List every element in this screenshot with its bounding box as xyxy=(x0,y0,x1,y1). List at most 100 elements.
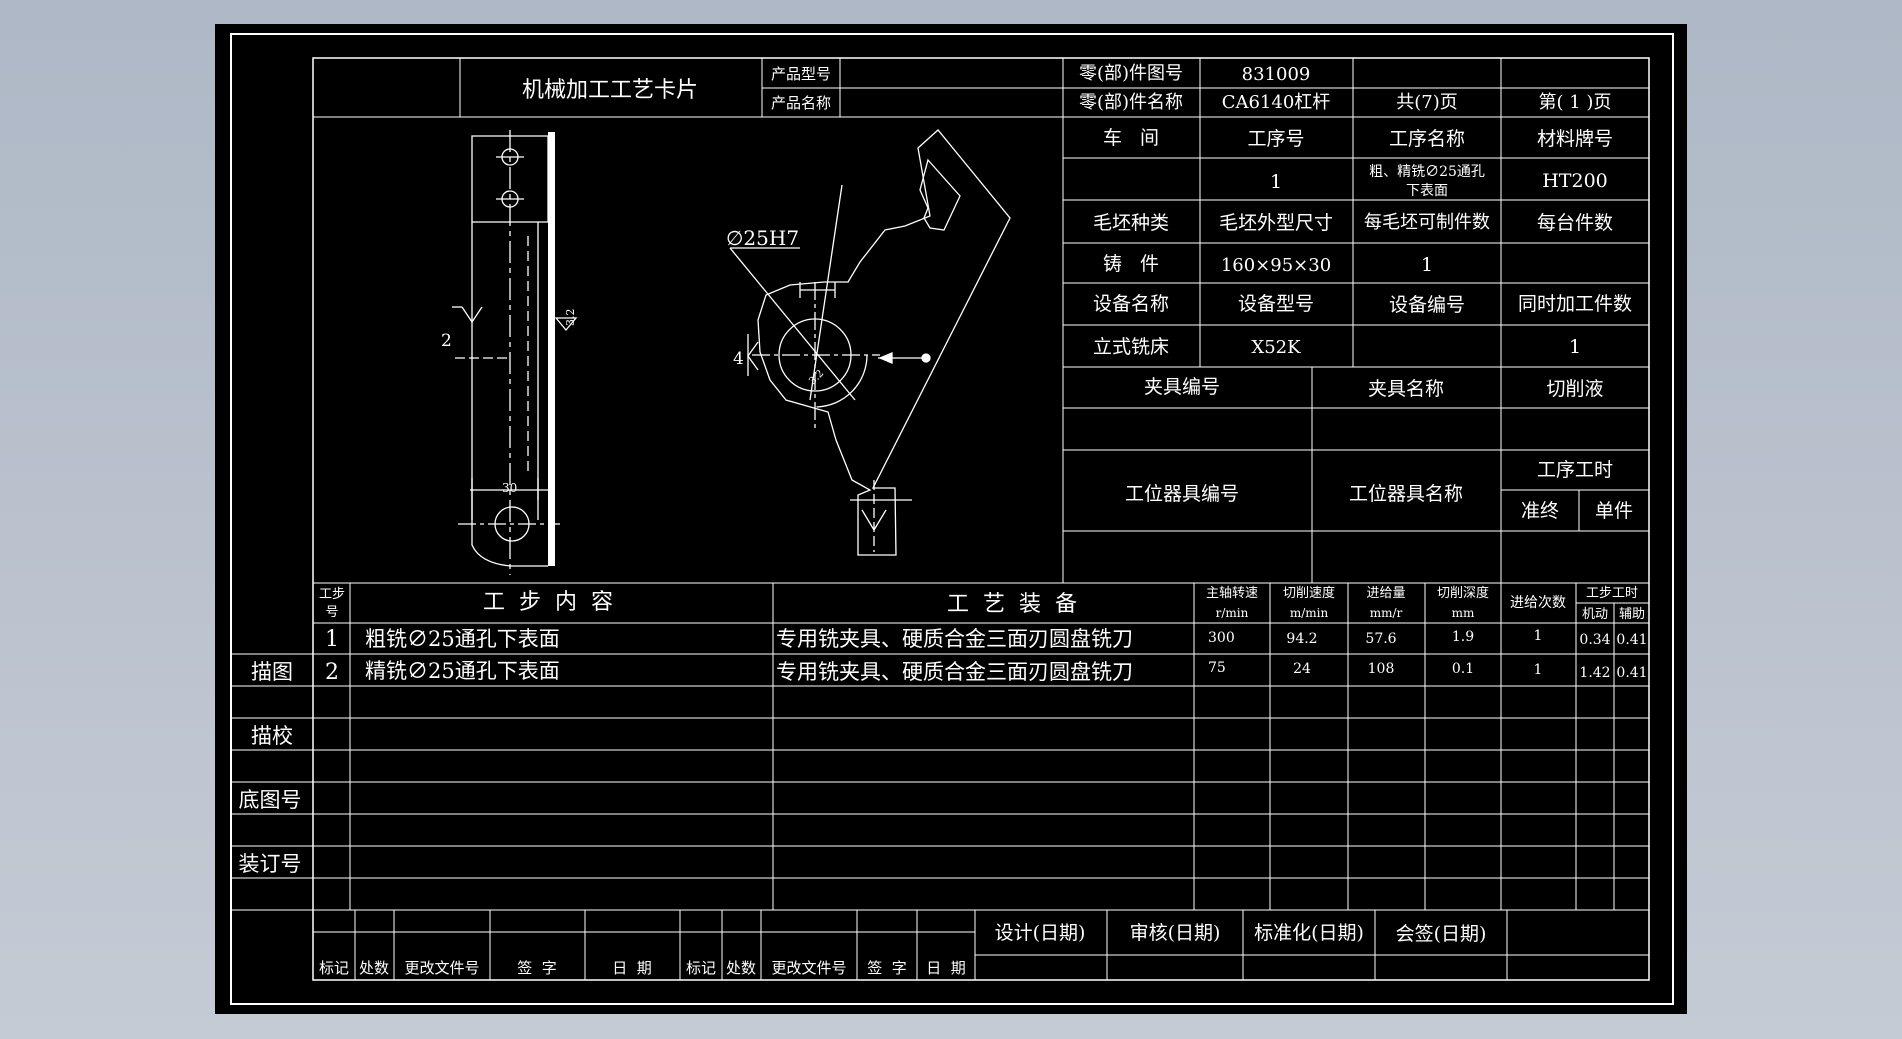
part-thick-edge xyxy=(548,132,555,566)
product-model-label: 产品型号 xyxy=(771,65,831,83)
op-no-label: 工序号 xyxy=(1247,128,1304,150)
product-name-label: 产品名称 xyxy=(771,94,831,112)
dim-30-label: 30 xyxy=(502,481,517,495)
pieces-per-machine-label: 每台件数 xyxy=(1537,212,1613,234)
feed-header-1: 进给量 xyxy=(1366,586,1405,601)
step-row-aux-time: 0.41 xyxy=(1616,665,1647,681)
equip-name: 立式铣床 xyxy=(1093,336,1169,358)
step-row-feed: 57.6 xyxy=(1365,631,1396,647)
step-row-depth: 1.9 xyxy=(1452,629,1474,645)
total-pages: 共(7)页 xyxy=(1396,92,1458,113)
footer-countersign: 会签(日期) xyxy=(1396,923,1487,945)
machine-time-header: 机动 xyxy=(1582,607,1608,622)
dim-4-label: 4 xyxy=(733,349,744,369)
step-no-header-1: 工步 xyxy=(319,587,345,602)
blank-type: 铸 件 xyxy=(1103,253,1159,275)
pieces-per-blank: 1 xyxy=(1421,254,1433,276)
station-tool-no-label: 工位器具编号 xyxy=(1125,483,1239,505)
step-row-feed: 108 xyxy=(1368,661,1395,677)
op-name-line1: 粗、精铣∅25通孔 xyxy=(1369,164,1485,180)
table-grid xyxy=(231,58,1649,980)
equip-name-label: 设备名称 xyxy=(1093,293,1169,315)
footer-date: 日 期 xyxy=(926,959,966,977)
step-no-header-2: 号 xyxy=(325,605,338,620)
feed-header-2: mm/r xyxy=(1370,606,1403,620)
material-value: HT200 xyxy=(1542,170,1608,192)
roughness-left-label: 3.2 xyxy=(564,309,577,327)
depth-header-2: mm xyxy=(1452,606,1475,620)
unit-time-label: 单件 xyxy=(1595,500,1633,522)
side-trace-label: 描图 xyxy=(251,660,293,684)
station-tool-name-label: 工位器具名称 xyxy=(1349,483,1463,505)
blank-size-label: 毛坯外型尺寸 xyxy=(1219,212,1333,234)
step-row-speed: 94.2 xyxy=(1286,631,1317,647)
side-base-drawing-label: 底图号 xyxy=(239,788,302,812)
prep-end-time-label: 准终 xyxy=(1521,500,1559,522)
workshop-label: 车 间 xyxy=(1103,127,1159,149)
fixture-name-label: 夹具名称 xyxy=(1368,378,1444,400)
spindle-speed-header-2: r/min xyxy=(1216,606,1249,620)
page-number: 第( 1 )页 xyxy=(1539,92,1612,113)
inner-border xyxy=(312,57,1650,981)
step-row-depth: 0.1 xyxy=(1452,661,1474,677)
step-row-equipment: 专用铣夹具、硬质合金三面刃圆盘铣刀 xyxy=(776,627,1133,651)
footer-date: 日 期 xyxy=(612,959,652,977)
step-row-passes: 1 xyxy=(1534,662,1543,678)
footer-standard: 标准化(日期) xyxy=(1254,922,1364,944)
step-equipment-header: 工 艺 装 备 xyxy=(947,592,1077,617)
footer-sign: 签 字 xyxy=(867,959,907,977)
footer-change-doc: 更改文件号 xyxy=(771,959,846,977)
dim-2-label: 2 xyxy=(441,331,452,351)
op-time-label: 工序工时 xyxy=(1537,459,1613,481)
cut-speed-header-1: 切削速度 xyxy=(1283,585,1335,601)
step-row-spindle: 300 xyxy=(1208,630,1235,646)
op-name-label: 工序名称 xyxy=(1389,128,1465,150)
footer-sign: 签 字 xyxy=(517,959,557,977)
spindle-speed-header-1: 主轴转速 xyxy=(1206,586,1258,601)
footer-mark: 标记 xyxy=(686,959,716,977)
step-row-equipment: 专用铣夹具、硬质合金三面刃圆盘铣刀 xyxy=(776,660,1133,684)
step-row-machine-time: 1.42 xyxy=(1579,665,1610,681)
equip-model-label: 设备型号 xyxy=(1238,293,1314,315)
step-row-spindle: 75 xyxy=(1208,660,1226,676)
card-title: 机械加工工艺卡片 xyxy=(522,78,698,103)
step-row-aux-time: 0.41 xyxy=(1616,632,1647,648)
part-drawing-no: 831009 xyxy=(1242,64,1311,85)
equip-no-label: 设备编号 xyxy=(1389,294,1465,316)
op-no: 1 xyxy=(1270,171,1282,193)
passes-header: 进给次数 xyxy=(1510,595,1566,611)
aux-time-header: 辅助 xyxy=(1619,607,1645,622)
footer-count: 处数 xyxy=(726,959,756,977)
equip-model: X52K xyxy=(1251,337,1301,358)
footer-count: 处数 xyxy=(359,959,389,977)
outer-border xyxy=(230,33,1674,1005)
part-name: CA6140杠杆 xyxy=(1222,92,1331,113)
step-row-no: 2 xyxy=(325,660,339,685)
pieces-per-blank-label: 每毛坯可制件数 xyxy=(1364,212,1490,233)
drawing-background xyxy=(215,24,1687,1014)
simul-parts-label: 同时加工件数 xyxy=(1518,293,1632,315)
footer-design: 设计(日期) xyxy=(995,922,1086,944)
part-drawing-no-label: 零(部)件图号 xyxy=(1079,63,1183,84)
footer-review: 审核(日期) xyxy=(1130,922,1221,944)
fixture-no-label: 夹具编号 xyxy=(1144,376,1220,398)
cut-speed-header-2: m/min xyxy=(1290,606,1329,620)
op-name-line2: 下表面 xyxy=(1406,183,1448,199)
hole-dim-label: ∅25H7 xyxy=(726,226,799,250)
step-time-header: 工步工时 xyxy=(1586,586,1638,601)
step-row-no: 1 xyxy=(325,627,339,652)
footer-change-doc: 更改文件号 xyxy=(404,959,479,977)
part-front-view xyxy=(729,129,1011,556)
material-label: 材料牌号 xyxy=(1537,128,1613,150)
step-content-header: 工 步 内 容 xyxy=(483,590,613,615)
step-row-content: 精铣∅25通孔下表面 xyxy=(365,659,560,683)
depth-header-1: 切削深度 xyxy=(1437,585,1489,601)
step-row-content: 粗铣∅25通孔下表面 xyxy=(365,627,560,651)
step-row-machine-time: 0.34 xyxy=(1579,632,1610,648)
step-row-passes: 1 xyxy=(1534,628,1543,644)
part-side-view xyxy=(452,130,578,575)
footer-mark: 标记 xyxy=(319,959,349,977)
blank-size: 160×95×30 xyxy=(1221,255,1331,276)
side-trace-check-label: 描校 xyxy=(251,724,293,748)
